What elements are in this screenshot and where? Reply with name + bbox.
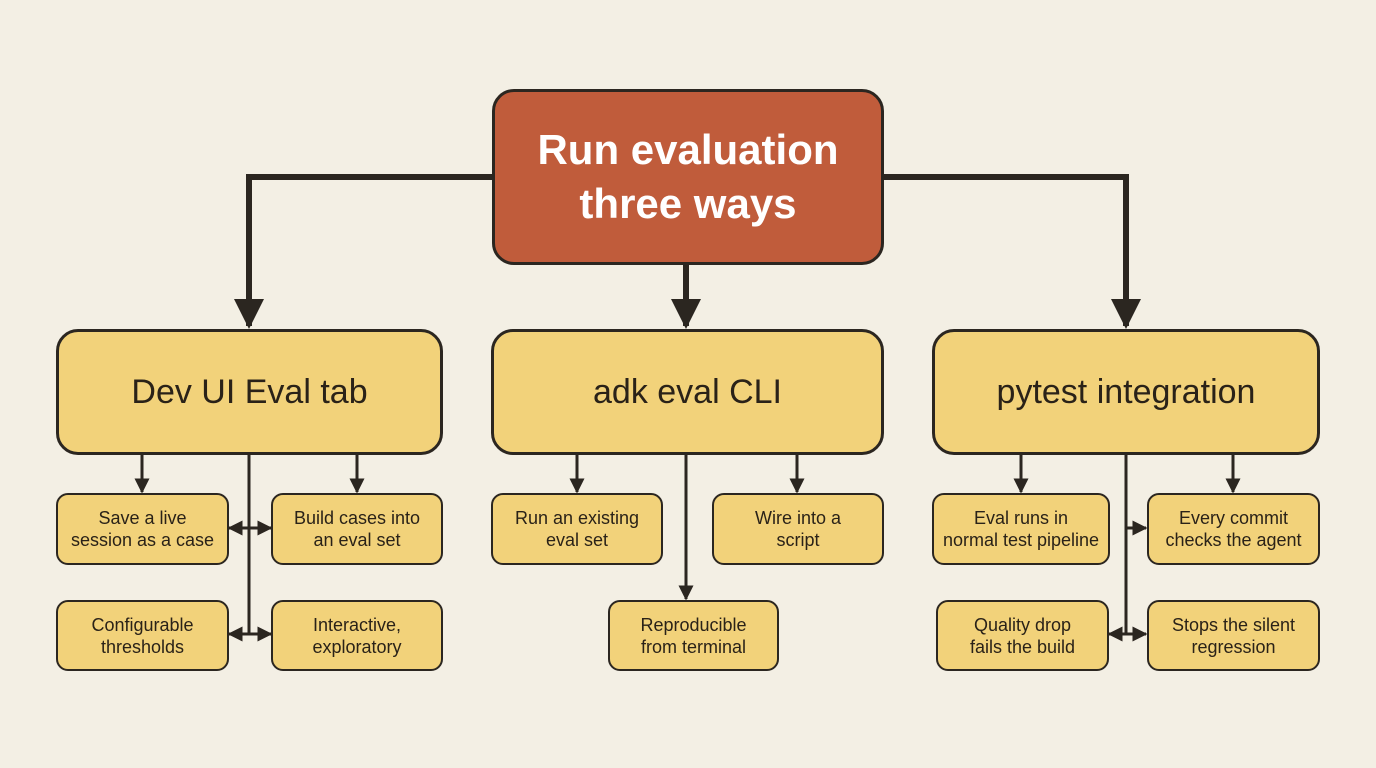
branch-adk-eval-cli: adk eval CLI <box>491 329 884 455</box>
leaf-configurable-thresholds: Configurable thresholds <box>56 600 229 671</box>
leaf-reproducible-from-terminal: Reproducible from terminal <box>608 600 779 671</box>
leaf-run-existing-eval-set: Run an existing eval set <box>491 493 663 565</box>
branch-pytest-integration: pytest integration <box>932 329 1320 455</box>
root-node: Run evaluation three ways <box>492 89 884 265</box>
branch-dev-ui-eval-tab: Dev UI Eval tab <box>56 329 443 455</box>
leaf-quality-drop-fails-build: Quality drop fails the build <box>936 600 1109 671</box>
leaf-build-cases: Build cases into an eval set <box>271 493 443 565</box>
leaf-every-commit-checks: Every commit checks the agent <box>1147 493 1320 565</box>
leaf-save-live-session: Save a live session as a case <box>56 493 229 565</box>
leaf-interactive-exploratory: Interactive, exploratory <box>271 600 443 671</box>
connector-root-to-pytest <box>883 174 1141 329</box>
leaf-stops-silent-regression: Stops the silent regression <box>1147 600 1320 671</box>
connector-root-to-dev-ui <box>234 174 492 329</box>
leaf-eval-runs-in-pipeline: Eval runs in normal test pipeline <box>932 493 1110 565</box>
leaf-wire-into-script: Wire into a script <box>712 493 884 565</box>
